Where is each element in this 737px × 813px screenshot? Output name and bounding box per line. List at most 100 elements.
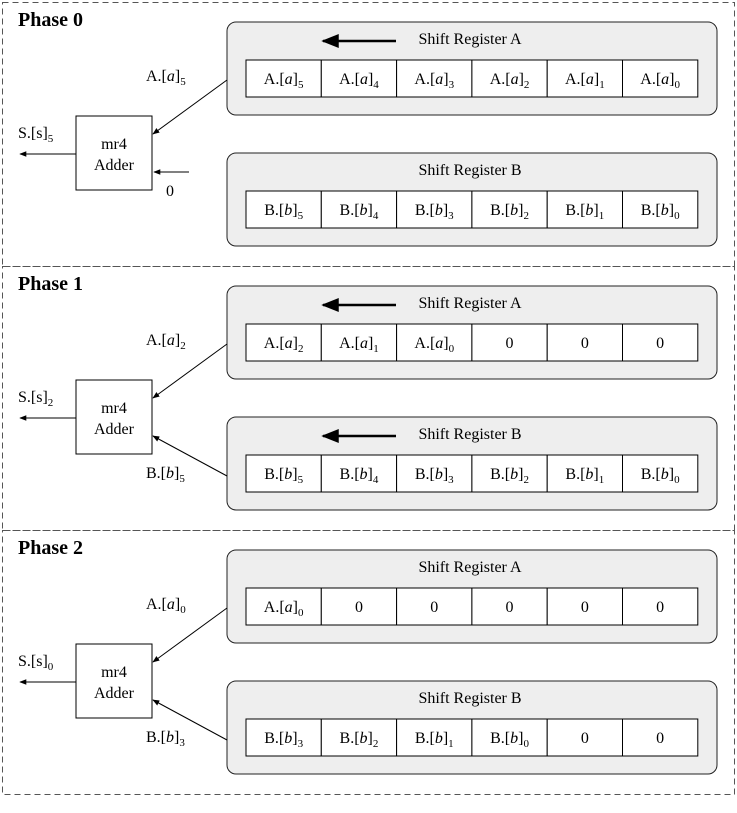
register-cell-label: B.[b]1 <box>415 730 454 750</box>
register-cell-label-sub: 5 <box>298 474 304 486</box>
input-a-label-var: a <box>167 596 175 613</box>
register-cell <box>546 190 624 229</box>
register-cell-label: 0 <box>355 599 363 616</box>
register-cell-label-reg: A.[ <box>264 335 285 352</box>
input-a-label-reg: A.[ <box>146 596 167 613</box>
input-b-arrow-icon <box>152 435 228 477</box>
register-cell <box>546 323 624 362</box>
register-cell-label-close: ] <box>368 730 373 747</box>
register-cell-label-sub: 2 <box>373 738 379 750</box>
phase-label: Phase 2 <box>18 537 83 559</box>
register-cell-label-reg: A.[ <box>264 599 285 616</box>
register-cell <box>471 587 548 626</box>
register-cell-label-close: ] <box>443 335 448 352</box>
register-cell-label-var: a <box>360 71 368 88</box>
input-a-arrow-icon <box>152 343 228 399</box>
register-cell-label-reg: B.[ <box>490 202 510 219</box>
output-label-var: s <box>36 653 42 670</box>
register-cell-label-value: 0 <box>581 730 589 747</box>
register-cell-label-reg: B.[ <box>490 730 510 747</box>
register-cell-label-var: b <box>585 202 593 219</box>
register-cell-label: B.[b]2 <box>340 730 379 750</box>
register-cell-label-reg: A.[ <box>565 71 586 88</box>
register-cell-label-reg: B.[ <box>340 466 360 483</box>
register-cell-label-reg: B.[ <box>340 730 360 747</box>
input-b-label-reg: B.[ <box>146 729 166 746</box>
register-cell-label-sub: 5 <box>298 210 304 222</box>
register-cell-label-reg: A.[ <box>414 335 435 352</box>
input-b-label-var: b <box>166 465 174 482</box>
register-cell-label-close: ] <box>594 71 599 88</box>
register-cell-label: A.[a]1 <box>565 71 605 91</box>
adder-line1: mr4 <box>101 400 127 417</box>
input-a-label-close: ] <box>175 332 180 349</box>
register-cell-label-sub: 0 <box>298 607 304 619</box>
register-cell-label: 0 <box>581 599 589 616</box>
adder-line2: Adder <box>94 157 135 174</box>
register-cell-label-sub: 1 <box>448 738 454 750</box>
register-cell-label-sub: 3 <box>449 79 455 91</box>
register-cell <box>622 190 699 229</box>
register-cell-label-var: b <box>435 202 443 219</box>
register-cell-label-close: ] <box>518 466 523 483</box>
register-cell-label-var: b <box>510 466 518 483</box>
input-b-arrow-icon <box>152 699 228 741</box>
register-cell-label-reg: A.[ <box>339 71 360 88</box>
input-a-label-var: a <box>167 332 175 349</box>
register-cell-label-var: b <box>284 202 292 219</box>
register-cell-label-reg: A.[ <box>264 71 285 88</box>
register-cell-label-close: ] <box>443 730 448 747</box>
register-cell-label-close: ] <box>293 599 298 616</box>
register-cell-label-sub: 1 <box>373 343 379 355</box>
output-label-sub: 0 <box>48 661 54 673</box>
register-cell-label-var: b <box>585 466 593 483</box>
adder-line2: Adder <box>94 421 135 438</box>
register-cell-label-var: a <box>285 71 293 88</box>
register-cell-label-close: ] <box>669 71 674 88</box>
register-title: Shift Register B <box>418 426 521 443</box>
output-label: S.[s]0 <box>18 653 54 673</box>
register-cell-label-reg: B.[ <box>415 730 435 747</box>
input-b-label: B.[b]5 <box>146 465 185 485</box>
register-title: Shift Register A <box>418 31 522 48</box>
input-a-label-reg: A.[ <box>146 332 167 349</box>
register-cell-label: 0 <box>581 730 589 747</box>
register-cell-label-close: ] <box>519 71 524 88</box>
register-cell-label-reg: B.[ <box>264 730 284 747</box>
register-cell-label-close: ] <box>669 202 674 219</box>
register-cell <box>622 454 699 493</box>
register-cell-label: 0 <box>506 599 514 616</box>
input-b-label-sub: 3 <box>179 737 185 749</box>
register-cell <box>546 59 624 98</box>
register-cell-label-sub: 1 <box>599 79 605 91</box>
input-b-label: 0 <box>166 183 174 200</box>
register-cell <box>546 454 624 493</box>
register-cell-label: A.[a]0 <box>640 71 680 91</box>
input-b-label-reg: B.[ <box>146 465 166 482</box>
register-cell-label-close: ] <box>518 202 523 219</box>
register-cell-label: B.[b]4 <box>340 466 379 486</box>
register-cell-label-var: b <box>284 466 292 483</box>
register-cell <box>546 718 624 757</box>
register-cell <box>396 190 473 229</box>
register-cell-label-sub: 2 <box>523 474 529 486</box>
register-cell-label: B.[b]3 <box>415 466 454 486</box>
register-cell-label-value: 0 <box>656 335 664 352</box>
register-cell-label-reg: B.[ <box>415 466 435 483</box>
register-cell-label: B.[b]2 <box>490 202 529 222</box>
register-cell <box>320 190 398 229</box>
adder-line1: mr4 <box>101 664 127 681</box>
input-a-label-var: a <box>167 68 175 85</box>
register-cell-label: 0 <box>581 335 589 352</box>
register-title: Shift Register A <box>418 295 522 312</box>
register-cell-label-close: ] <box>443 202 448 219</box>
input-a-label-reg: A.[ <box>146 68 167 85</box>
register-cell-label-value: 0 <box>506 599 514 616</box>
adder-box <box>75 643 153 719</box>
register-cell-label: 0 <box>506 335 514 352</box>
register-cell-label-close: ] <box>368 335 373 352</box>
register-cell-label-close: ] <box>518 730 523 747</box>
